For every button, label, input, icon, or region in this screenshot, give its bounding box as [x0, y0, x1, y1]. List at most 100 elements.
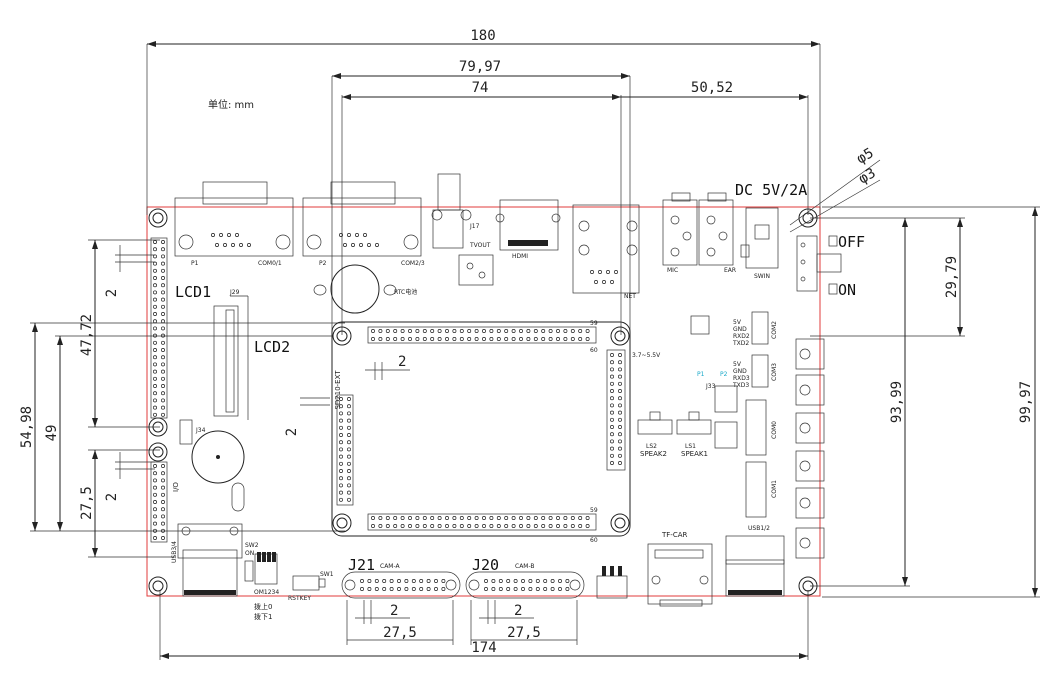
pin [519, 329, 523, 333]
pin [161, 369, 165, 374]
pin [610, 439, 614, 444]
pin [504, 524, 509, 528]
com0-header: COM0 [745, 399, 778, 456]
pin [161, 478, 165, 483]
lcd1-label: LCD1 [175, 283, 211, 301]
pin [382, 579, 387, 583]
io-label: I/O [172, 482, 180, 492]
mount-hole [610, 513, 630, 533]
pin [543, 579, 548, 583]
pin [363, 233, 367, 237]
port-label: COM2 [771, 321, 778, 339]
pin [161, 398, 165, 403]
pin [347, 404, 351, 409]
pin [161, 247, 165, 252]
io-edge-header: I/O [150, 461, 180, 543]
lcd-fpc-connector: J29 [213, 289, 249, 420]
pin [528, 579, 533, 583]
pin [371, 524, 375, 528]
pin [153, 340, 157, 345]
pin [161, 521, 165, 526]
pin [161, 348, 165, 352]
pin [400, 524, 405, 528]
dim-label: 2 [398, 354, 406, 370]
pin [489, 329, 494, 333]
dim-label: 2 [104, 289, 120, 297]
pin [347, 490, 351, 495]
pin [153, 319, 157, 324]
pin [526, 516, 531, 520]
pin [408, 329, 412, 333]
dim-label: 180 [470, 28, 495, 44]
pin [513, 579, 518, 583]
pin [606, 270, 610, 274]
port-label: COM0/1 [258, 260, 282, 267]
pin [590, 270, 594, 274]
pin [408, 337, 412, 341]
pin [161, 471, 165, 476]
slot-hole [231, 482, 245, 512]
pin [459, 337, 464, 341]
pin [397, 587, 401, 591]
pin [618, 410, 622, 415]
pin [153, 240, 157, 244]
dim-pitch-left-top: 2 [104, 245, 155, 297]
pin [161, 319, 165, 324]
pin [161, 528, 165, 533]
pin [404, 579, 409, 583]
pin [371, 516, 375, 520]
pin [374, 579, 379, 583]
pin [610, 353, 614, 357]
pin [578, 337, 583, 341]
pin [430, 329, 435, 333]
dim-label: 2 [284, 428, 300, 436]
pin-label: GND [733, 326, 747, 333]
pin [347, 233, 351, 237]
port-label: CAM-A [380, 563, 401, 570]
pin [506, 579, 511, 583]
pin-label: TXD3 [732, 382, 749, 389]
pin [415, 329, 420, 333]
pin [161, 283, 165, 288]
pin [393, 524, 398, 528]
dim-label: 49 [44, 425, 60, 442]
pin [404, 587, 409, 591]
pin [347, 476, 351, 481]
net-connector: NET [572, 204, 640, 300]
pin [161, 362, 165, 367]
pin [484, 587, 488, 591]
pin [526, 337, 531, 341]
pin [343, 243, 347, 247]
pin [211, 233, 215, 237]
hdmi-connector: HDMI [495, 199, 561, 260]
pin [415, 337, 420, 341]
pin [618, 453, 622, 458]
mount-hole [332, 326, 352, 346]
switch-id: SW2 [245, 542, 259, 549]
pin [430, 337, 435, 341]
dim-label: 27,5 [79, 486, 95, 520]
pin [437, 516, 442, 520]
pin [153, 304, 157, 309]
pin [610, 417, 614, 422]
port-label: EAR [724, 267, 736, 274]
connector-id: J17 [469, 223, 480, 230]
pin [618, 381, 622, 386]
pin [375, 243, 379, 247]
pin [445, 524, 449, 528]
hole-small-label: φ3 [856, 165, 879, 187]
port-label: COM0 [771, 421, 778, 439]
pin [153, 521, 157, 526]
db9-com2-3: P2 COM2/3 [302, 181, 425, 267]
pin [498, 579, 503, 583]
pin [565, 587, 570, 591]
pin [430, 516, 435, 520]
pin [459, 516, 464, 520]
pin [223, 243, 227, 247]
pin [419, 579, 424, 583]
pin [437, 337, 442, 341]
tf-card-slot: TF-CAR [647, 531, 713, 607]
dim-right-mid: 93,99 [810, 218, 910, 587]
edge-jack-hole [799, 348, 811, 360]
pin [618, 367, 622, 372]
